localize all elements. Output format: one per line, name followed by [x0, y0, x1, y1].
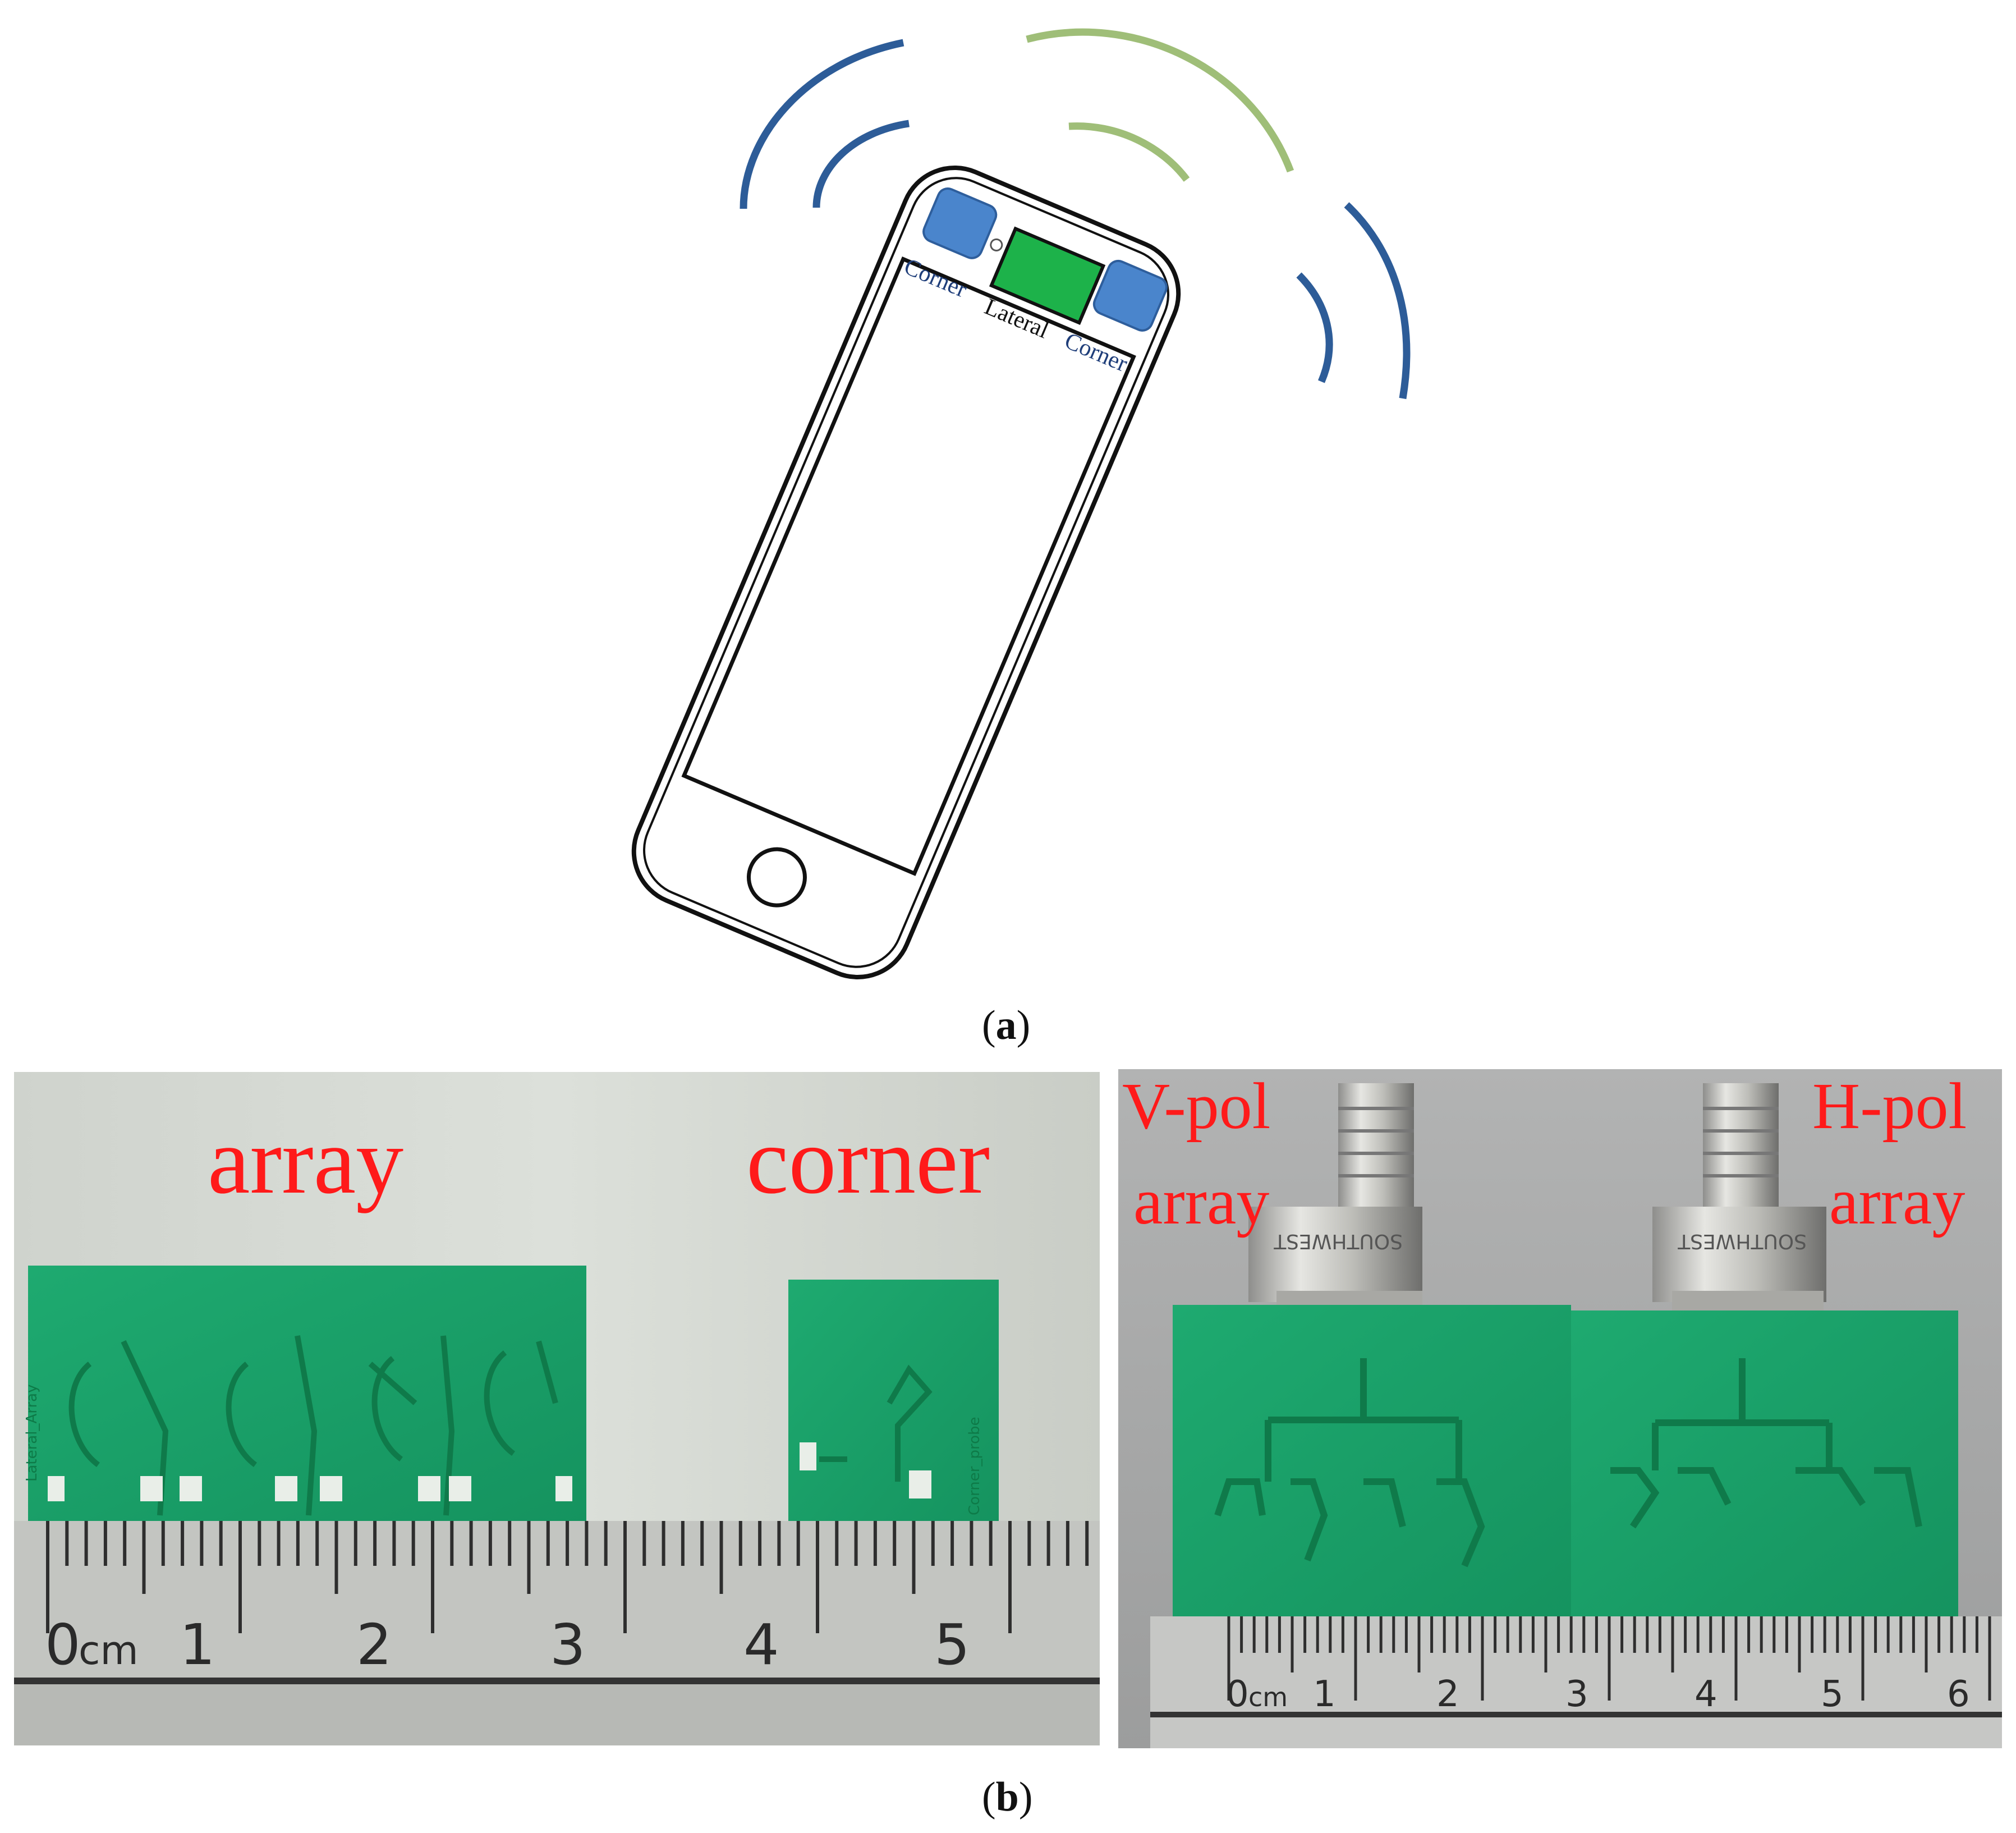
phone-body-inner [643, 177, 1169, 968]
ruler-left-label-3: 3 [550, 1612, 586, 1678]
ruler-right: 0 cm 1 2 3 4 5 6 [1150, 1616, 2002, 1748]
wave-blue-right-outer [1344, 202, 1411, 400]
lateral-module [989, 226, 1106, 326]
label-v-pol-array: array [1133, 1165, 1269, 1238]
ruler-right-label-0: 0 [1226, 1674, 1249, 1715]
ruler-left: 0 cm 1 2 3 4 5 [14, 1521, 1100, 1745]
ruler-left-label-4: 4 [743, 1612, 779, 1678]
connector-h-text: SOUTHWEST [1677, 1230, 1807, 1253]
pcb-h-pol-array [1571, 1310, 1958, 1616]
ruler-right-label-5: 5 [1821, 1674, 1844, 1715]
ruler-left-unit: cm [79, 1628, 139, 1674]
wave-green-top-outer [1026, 28, 1294, 173]
phone: Corner Lateral Corner [631, 166, 1181, 979]
ruler-left-label-1: 1 [180, 1612, 215, 1678]
wave-blue-left-outer [740, 39, 904, 209]
panel-label-b: (b) [982, 1774, 1033, 1820]
ruler-left-label-2: 2 [356, 1612, 392, 1678]
ruler-right-ticks [1227, 1616, 1991, 1701]
pcb-pads [48, 1476, 572, 1501]
pcb-traces [819, 1364, 933, 1482]
label-v-pol: V-pol [1122, 1069, 1270, 1143]
pcb-silk-array: Lateral_Array [24, 1385, 40, 1482]
home-button [746, 847, 807, 908]
pcb-corner-probe: Corner_probe [788, 1280, 999, 1521]
ruler-right-label-4: 4 [1694, 1674, 1717, 1715]
label-array: array [208, 1108, 403, 1213]
ruler-left-labels: 0 cm 1 2 3 4 5 [45, 1612, 970, 1678]
ruler-right-labels: 0 cm 1 2 3 4 5 6 [1226, 1674, 1970, 1715]
pcb-pads [800, 1442, 931, 1499]
ruler-right-label-3: 3 [1565, 1674, 1588, 1715]
ruler-left-label-5: 5 [934, 1612, 970, 1678]
phone-illustration: Corner Lateral Corner [631, 28, 1411, 979]
ruler-left-label-0: 0 [45, 1612, 81, 1678]
ruler-right-label-2: 2 [1436, 1674, 1459, 1715]
wave-green-top-inner [1068, 122, 1190, 182]
pcb-traces [68, 1335, 558, 1516]
photo-right: SOUTHWEST SOUTHWEST [1118, 1069, 2002, 1748]
photo-left: Lateral_Array Corner_probe 0 cm 1 2 [14, 1072, 1100, 1745]
front-camera [990, 238, 1003, 251]
label-h-pol: H-pol [1812, 1069, 1967, 1143]
panel-letter-b: b [995, 1774, 1019, 1820]
wave-blue-right-inner [1296, 272, 1333, 383]
ruler-right-unit: cm [1248, 1682, 1288, 1712]
corner-module-left [922, 187, 998, 259]
ruler-right-label-1: 1 [1313, 1674, 1336, 1715]
wave-blue-left-inner [812, 120, 910, 208]
panel-letter-a: a [995, 1002, 1017, 1048]
pcb-v-pol-array [1173, 1305, 1571, 1619]
pcb-silk-corner: Corner_probe [966, 1417, 983, 1516]
ruler-left-ticks [46, 1521, 1089, 1633]
radio-waves [740, 28, 1411, 400]
corner-module-right [1092, 259, 1168, 332]
pcb-lateral-array: Lateral_Array [24, 1266, 586, 1521]
ruler-right-label-6: 6 [1947, 1674, 1970, 1715]
phone-screen [681, 256, 1136, 876]
panel-label-a: (a) [982, 1002, 1031, 1048]
label-corner: corner [746, 1108, 990, 1213]
connector-v-text: SOUTHWEST [1273, 1230, 1403, 1253]
label-h-pol-array: array [1829, 1165, 1965, 1238]
